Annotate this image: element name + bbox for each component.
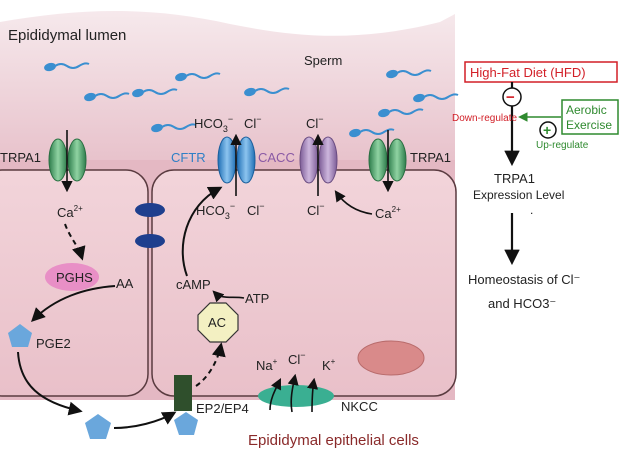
sperm-cell bbox=[349, 128, 395, 138]
pge2-export-arrow bbox=[17, 351, 83, 416]
nkcc-transporter bbox=[258, 385, 334, 407]
aa-label: AA bbox=[116, 276, 134, 291]
pghs-label: PGHS bbox=[56, 270, 93, 285]
sperm-cell bbox=[84, 92, 130, 102]
homeostasis-line2: and HCO3⁻ bbox=[488, 296, 556, 311]
pge2-label: PGE2 bbox=[36, 336, 71, 351]
ca-right-label: Ca2+ bbox=[375, 205, 401, 221]
hco3-out-label: HCO3− bbox=[194, 114, 233, 134]
camp-to-cftr-arrow bbox=[181, 186, 223, 277]
atp-label: ATP bbox=[245, 291, 269, 306]
expression-level-label: Expression Level bbox=[473, 188, 564, 202]
cl-in-cftr-label: Cl− bbox=[247, 201, 265, 218]
ac-label: AC bbox=[208, 315, 226, 330]
sperm-cell bbox=[244, 87, 290, 97]
sperm-cell bbox=[413, 93, 459, 103]
nkcc-label: NKCC bbox=[341, 399, 378, 414]
sperm-cell bbox=[132, 88, 178, 98]
trpa1-left-channel bbox=[48, 130, 87, 193]
sperm-label: Sperm bbox=[304, 53, 342, 68]
pghs-enzyme bbox=[45, 263, 99, 291]
expression-dot: . bbox=[530, 203, 533, 217]
sperm-cell bbox=[175, 72, 221, 82]
exercise-box bbox=[561, 99, 619, 135]
cl-out-cacc-label: Cl− bbox=[306, 114, 324, 131]
sperm-group bbox=[44, 62, 459, 138]
nucleus bbox=[357, 340, 425, 376]
ep2-ep4-receptor bbox=[174, 375, 192, 411]
camp-label: cAMP bbox=[176, 277, 211, 292]
pge2-molecule bbox=[8, 324, 32, 347]
cl-in-cacc-label: Cl− bbox=[307, 201, 325, 218]
down-regulate-label: Down-regulate bbox=[452, 113, 517, 124]
cftr-label: CFTR bbox=[171, 150, 206, 165]
receptor-to-ac-arrow bbox=[195, 342, 226, 387]
exercise-label-line2: Exercise bbox=[566, 118, 612, 132]
cl-out-cftr-label: Cl− bbox=[244, 114, 262, 131]
hco3-in-label: HCO3− bbox=[196, 201, 235, 221]
atp-to-camp-arrow bbox=[212, 290, 245, 303]
ep2-ep4-label: EP2/EP4 bbox=[196, 401, 249, 416]
trpa1-right-channel bbox=[368, 130, 407, 193]
k-label: K+ bbox=[322, 357, 336, 373]
sperm-cell bbox=[44, 62, 90, 72]
trpa1-right-label: TRPA1 bbox=[410, 150, 451, 165]
na-label: Na+ bbox=[256, 357, 278, 373]
cl-nkcc-label: Cl− bbox=[288, 350, 306, 367]
sperm-cell bbox=[378, 108, 424, 118]
trpa1-left-label: TRPA1 bbox=[0, 150, 41, 165]
tight-junction bbox=[135, 203, 165, 217]
up-regulate-label: Up-regulate bbox=[536, 140, 589, 151]
exercise-label-line1: Aerobic bbox=[566, 103, 607, 117]
hfd-box bbox=[464, 61, 618, 83]
sperm-cell bbox=[151, 123, 197, 133]
lumen-area bbox=[0, 11, 455, 200]
cacc-label: CACC bbox=[258, 150, 295, 165]
plus-symbol: + bbox=[543, 122, 551, 138]
pge2-bound-molecule bbox=[174, 412, 198, 435]
tight-junction bbox=[135, 234, 165, 248]
cftr-channel bbox=[217, 133, 256, 196]
sperm-cell bbox=[386, 69, 432, 79]
plus-symbol-circle bbox=[539, 121, 557, 139]
hfd-label: High-Fat Diet (HFD) bbox=[470, 65, 586, 80]
minus-symbol-circle bbox=[502, 87, 522, 107]
pge2-extracellular-molecule bbox=[85, 414, 111, 439]
ac-enzyme bbox=[197, 302, 239, 343]
aa-to-pge2-arrow bbox=[31, 285, 116, 322]
lumen-title: Epididymal lumen bbox=[8, 27, 126, 44]
trpa1-expression-title: TRPA1 bbox=[494, 171, 535, 186]
pge2-to-receptor-arrow bbox=[113, 411, 177, 429]
nkcc-influx-arrows bbox=[269, 373, 319, 413]
ca-to-cacc-arrow bbox=[334, 190, 373, 215]
homeostasis-line1: Homeostasis of Cl⁻ bbox=[468, 272, 580, 287]
minus-symbol: − bbox=[506, 89, 515, 106]
ca-left-label: Ca2+ bbox=[57, 204, 83, 220]
ca-to-pghs-arrow bbox=[64, 223, 86, 261]
cells-label: Epididymal epithelial cells bbox=[248, 432, 419, 449]
cacc-channel bbox=[299, 133, 338, 196]
